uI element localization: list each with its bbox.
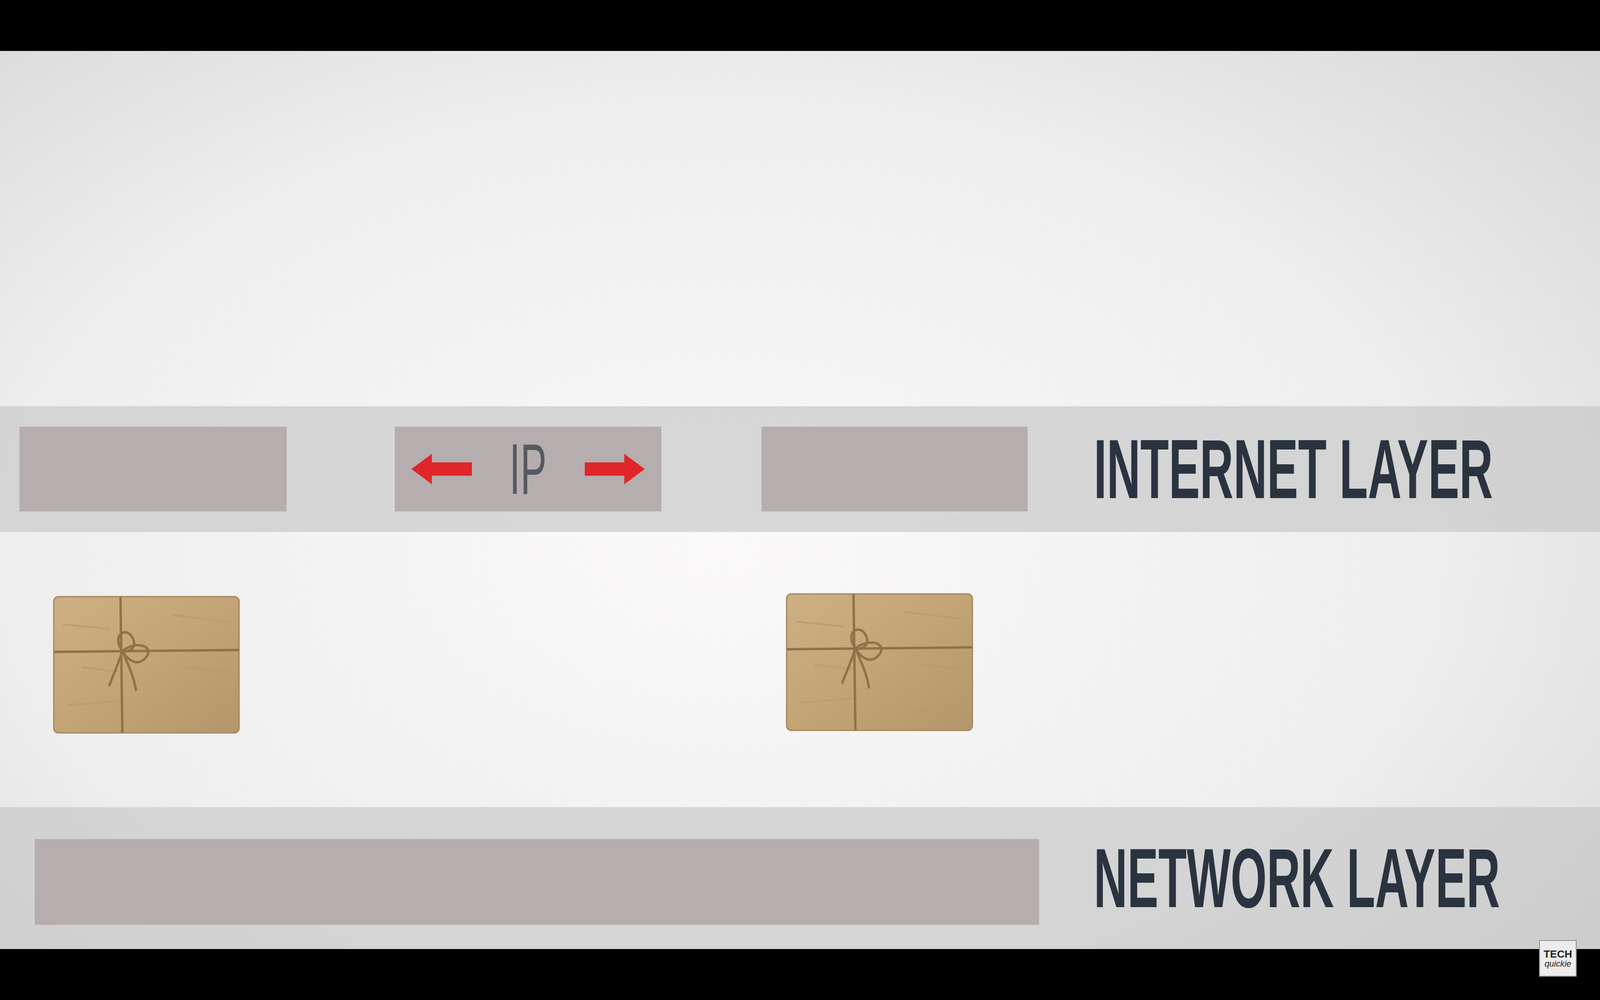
protocol-box: IP [394,426,662,512]
package-picture [786,593,973,731]
layer-band: NETWORK LAYER [0,807,1600,950]
layer-name: INTERNET LAYER [1093,427,1493,511]
watermark-logo: TECHquickie [1539,940,1577,977]
layer-name: NETWORK LAYER [1093,836,1500,920]
watermark-text: TECH [1543,949,1573,960]
package-picture [53,596,240,733]
empty-slot-box [34,839,1040,925]
protocol-name: IP [509,433,547,505]
left-arrow [411,453,472,485]
empty-slot-box [19,426,287,512]
layer-band: INTERNET LAYER IP [0,406,1600,532]
empty-slot-box [761,426,1028,512]
right-arrow [584,453,645,485]
watermark-text: quickie [1544,959,1571,969]
text-holder: IP [394,426,662,512]
text-holder: NETWORK LAYER [1093,807,1600,950]
text-holder: INTERNET LAYER [1093,406,1600,532]
